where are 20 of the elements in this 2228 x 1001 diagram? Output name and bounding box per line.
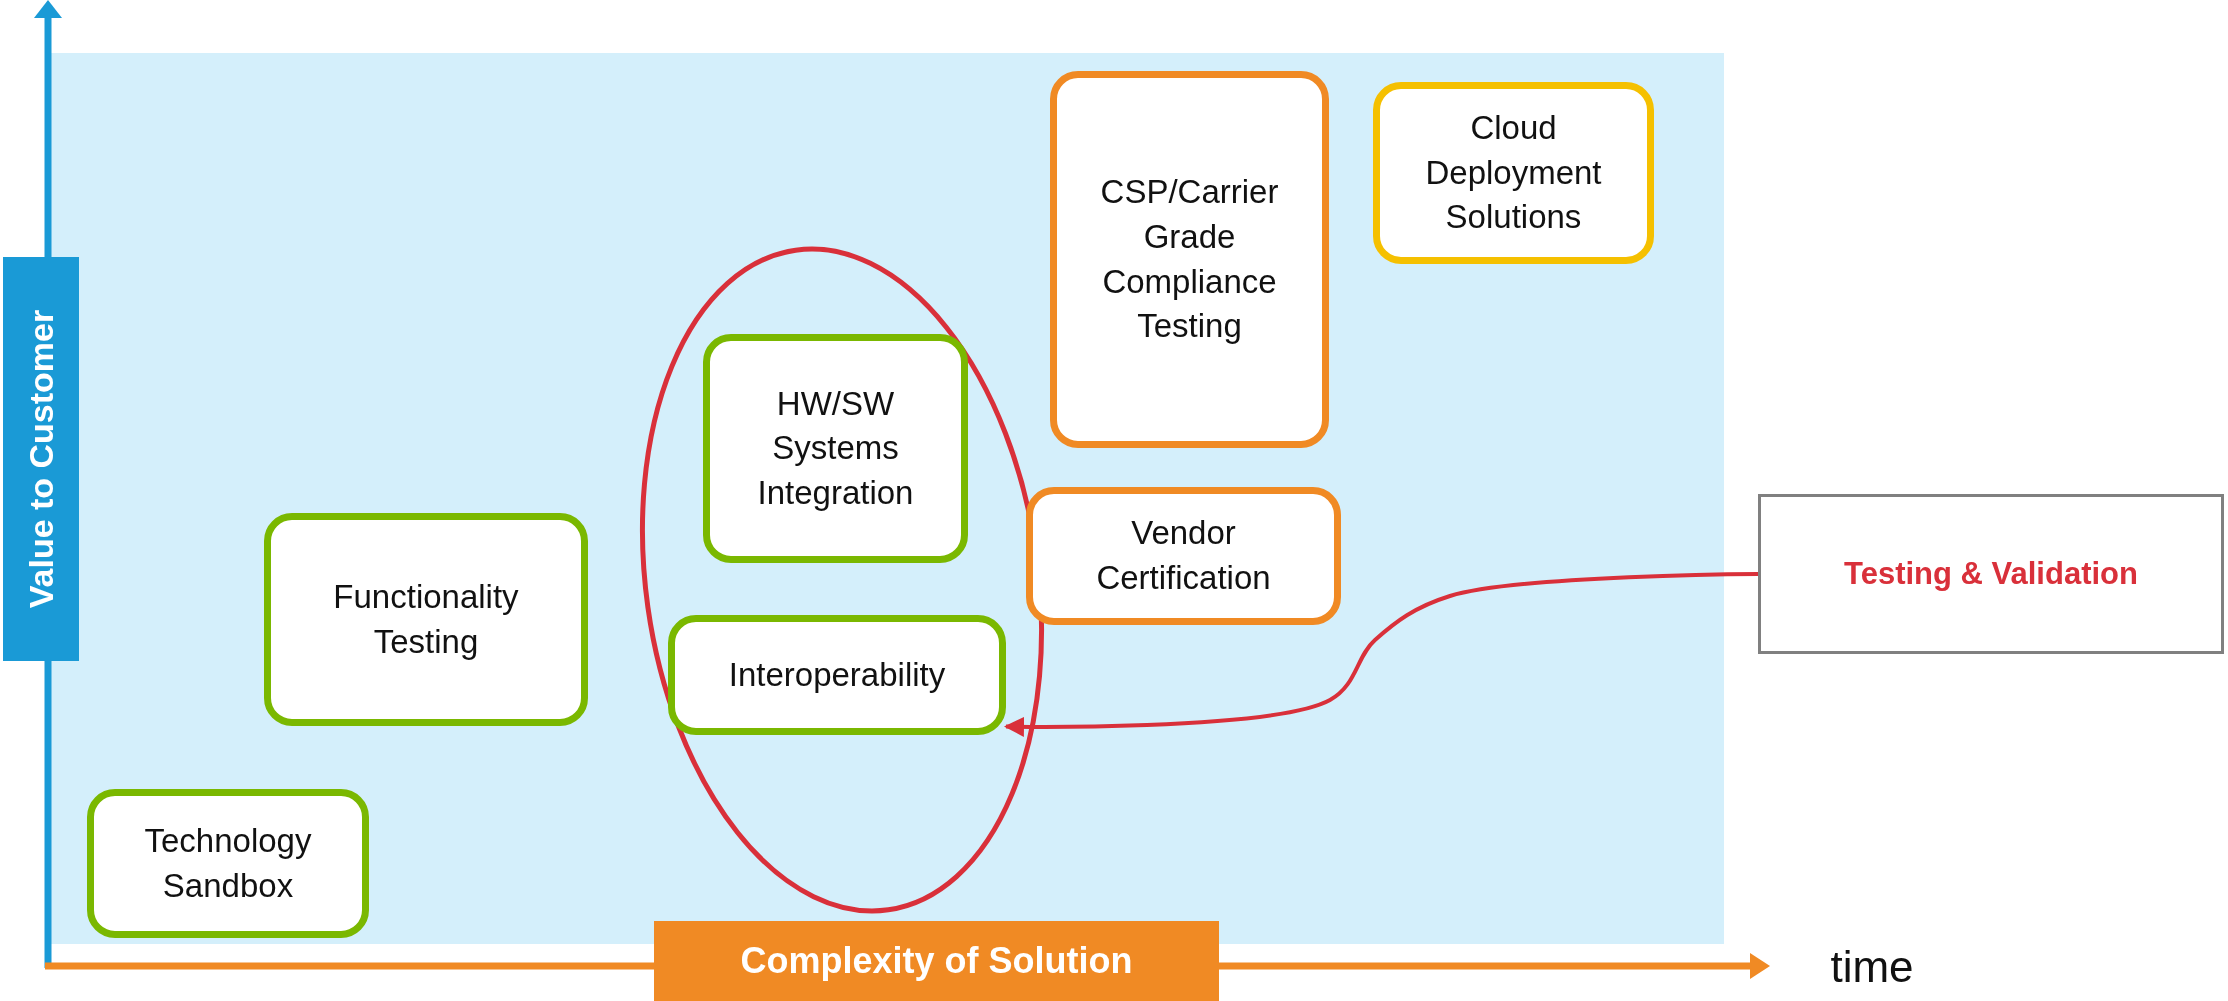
stage-box <box>264 513 588 726</box>
callout-arrow <box>1004 572 1758 737</box>
stage-label: Functionality Testing <box>332 576 520 662</box>
stage-box <box>87 789 369 938</box>
axis-label: Value to Customer <box>3 257 79 661</box>
stage-label: Vendor Certification <box>1095 513 1272 598</box>
stage-box <box>668 615 1006 735</box>
stage-box <box>703 334 968 563</box>
stage-label: Interoperability <box>727 654 947 695</box>
callout-text: Testing & Validation <box>1843 555 2139 594</box>
callout-box <box>1758 494 2224 654</box>
axis-label: Complexity of Solution <box>654 921 1219 1001</box>
stage-box <box>1026 487 1341 625</box>
axis-label: time <box>1829 941 1915 993</box>
stage-box <box>1050 71 1329 448</box>
stage-label: HW/SW Systems Integration <box>756 383 915 513</box>
stage-label: Technology Sandbox <box>143 820 313 906</box>
stage-label: CSP/Carrier Grade Compliance Testing <box>1099 172 1280 347</box>
stage-label: Cloud Deployment Solutions <box>1424 108 1603 238</box>
stage-box <box>1373 82 1654 264</box>
